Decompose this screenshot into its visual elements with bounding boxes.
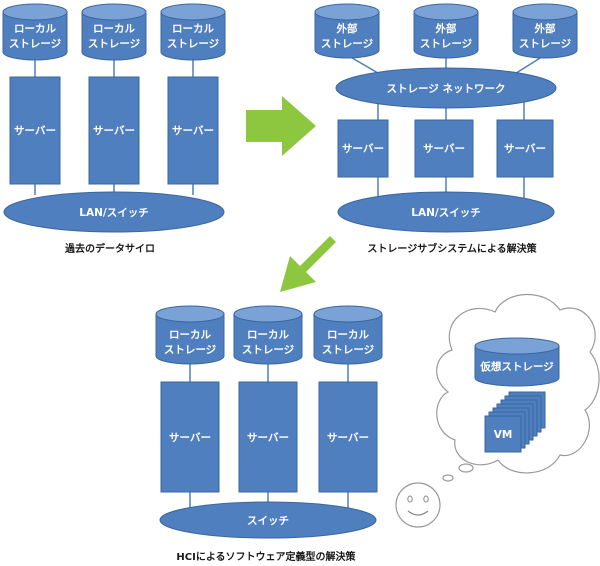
virtual-storage-label: 仮想ストレージ xyxy=(479,360,554,373)
subsystem-server-1-label: サーバー xyxy=(342,143,384,155)
hci-server-2 xyxy=(238,381,298,493)
hci-storage-3-line2: ストレージ xyxy=(322,344,375,356)
subsystem-server-3 xyxy=(496,119,554,178)
hci-storage-2: ローカル ストレージ xyxy=(233,305,303,365)
vm-front-card xyxy=(484,415,522,453)
vm-stack: VM xyxy=(484,391,546,453)
legacy-storage-1-line1: ローカル xyxy=(14,23,56,35)
thought-bubble-small xyxy=(442,474,454,482)
legacy-storage-3-line1: ローカル xyxy=(172,23,214,35)
hci-switch xyxy=(159,501,377,539)
arrow-down-left-icon xyxy=(280,236,336,292)
hci-storage-2-line2: ストレージ xyxy=(242,344,295,356)
legacy-lan-switch-label: LAN/スイッチ xyxy=(79,207,148,219)
legacy-server-3 xyxy=(167,76,219,185)
hci-storage-2-line1: ローカル xyxy=(247,329,289,341)
smiley-face-icon xyxy=(395,482,441,528)
hci-switch-label: スイッチ xyxy=(247,515,289,527)
hci-group: ローカル ストレージ ローカル ストレージ ローカル ストレージ サーバー サー… xyxy=(155,305,383,563)
subsystem-server-1 xyxy=(337,119,389,178)
subsystem-storage-2: 外部 ストレージ xyxy=(413,3,479,59)
hci-caption: HCIによるソフトウェア定義型の解決策 xyxy=(176,550,356,563)
hci-storage-1-line1: ローカル xyxy=(169,329,211,341)
legacy-storage-1-line2: ストレージ xyxy=(9,38,62,50)
subsystem-storage-1: 外部 ストレージ xyxy=(314,3,380,59)
legacy-server-1-label: サーバー xyxy=(14,125,56,137)
legacy-server-2 xyxy=(88,76,140,185)
subsystem-storage-3: 外部 ストレージ xyxy=(512,3,578,59)
subsystem-server-2-label: サーバー xyxy=(423,143,465,155)
legacy-storage-2-line2: ストレージ xyxy=(88,38,141,50)
hci-server-3 xyxy=(318,381,378,493)
subsystem-storage-2-line2: ストレージ xyxy=(420,38,473,50)
legacy-storage-2-line1: ローカル xyxy=(93,23,135,35)
legacy-silo-group: ローカル ストレージ ローカル ストレージ ローカル ストレージ サーバー サー… xyxy=(2,3,226,255)
storage-network-label: ストレージ ネットワーク xyxy=(387,83,506,95)
arrow-right-icon xyxy=(246,96,316,156)
legacy-storage-1: ローカル ストレージ xyxy=(2,3,68,61)
storage-network xyxy=(335,67,557,109)
legacy-storage-3-line2: ストレージ xyxy=(167,38,220,50)
subsystem-server-2 xyxy=(414,119,474,178)
vm-label: VM xyxy=(494,429,513,441)
hci-storage-3-line1: ローカル xyxy=(327,329,369,341)
hci-storage-1: ローカル ストレージ xyxy=(155,305,225,365)
legacy-server-2-label: サーバー xyxy=(93,125,135,137)
legacy-server-3-label: サーバー xyxy=(172,125,214,137)
subsystem-storage-2-line1: 外部 xyxy=(435,22,457,35)
hci-storage-1-line2: ストレージ xyxy=(164,344,217,356)
hci-storage-3: ローカル ストレージ xyxy=(313,305,383,365)
subsystem-storage-3-line1: 外部 xyxy=(534,22,556,35)
subsystem-caption: ストレージサブシステムによる解決策 xyxy=(367,242,537,255)
hci-server-3-label: サーバー xyxy=(327,432,369,444)
legacy-server-1 xyxy=(9,76,61,185)
hci-server-2-label: サーバー xyxy=(247,432,289,444)
thought-bubble-large xyxy=(458,463,474,473)
virtual-storage: 仮想ストレージ xyxy=(474,337,560,387)
legacy-lan-switch xyxy=(3,191,225,233)
hci-server-1-label: サーバー xyxy=(169,432,211,444)
subsystem-group: 外部 ストレージ 外部 ストレージ 外部 ストレージ ストレージ ネットワーク … xyxy=(314,3,578,255)
subsystem-server-3-label: サーバー xyxy=(504,143,546,155)
legacy-storage-2: ローカル ストレージ xyxy=(81,3,147,61)
subsystem-storage-1-line2: ストレージ xyxy=(321,38,374,50)
hci-server-1 xyxy=(160,381,220,493)
thought-cloud-group: 仮想ストレージ VM xyxy=(436,293,600,482)
subsystem-lan-switch-label: LAN/スイッチ xyxy=(411,207,480,219)
subsystem-storage-3-line2: ストレージ xyxy=(519,38,572,50)
subsystem-storage-1-line1: 外部 xyxy=(336,22,358,35)
legacy-storage-3: ローカル ストレージ xyxy=(160,3,226,61)
legacy-caption: 過去のデータサイロ xyxy=(64,242,155,255)
subsystem-lan-switch xyxy=(337,191,555,233)
